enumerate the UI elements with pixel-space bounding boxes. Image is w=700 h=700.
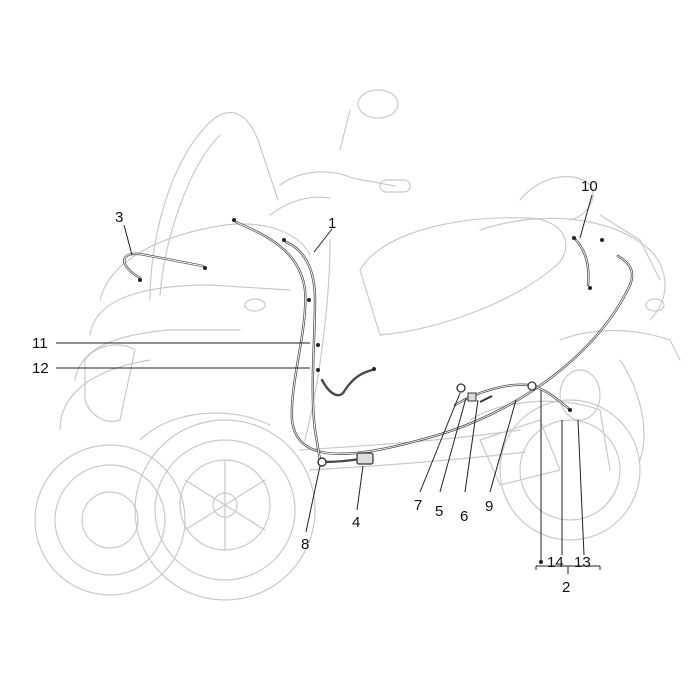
cable-10 <box>574 238 590 287</box>
callout-7: 7 <box>414 497 422 514</box>
junction-box-4 <box>356 452 374 465</box>
scooter-outline <box>34 89 681 601</box>
callout-13: 13 <box>574 554 591 571</box>
cable-long <box>234 220 634 456</box>
callout-10: 10 <box>581 178 598 195</box>
callout-14: 14 <box>547 554 564 571</box>
callout-3: 3 <box>115 209 123 226</box>
cable-12-short <box>320 368 374 397</box>
callout-5: 5 <box>435 503 443 520</box>
callout-9: 9 <box>485 498 493 515</box>
cables <box>123 218 634 467</box>
callout-12: 12 <box>32 360 49 377</box>
callout-2: 2 <box>562 579 570 596</box>
callout-8: 8 <box>301 536 309 553</box>
callout-6: 6 <box>460 508 468 525</box>
callout-1: 1 <box>328 215 336 232</box>
callout-labels: 3 1 10 11 12 4 7 5 6 9 8 14 13 2 <box>32 178 598 596</box>
callout-4: 4 <box>352 514 360 531</box>
callout-11: 11 <box>32 335 48 352</box>
leader-lines <box>56 194 601 574</box>
